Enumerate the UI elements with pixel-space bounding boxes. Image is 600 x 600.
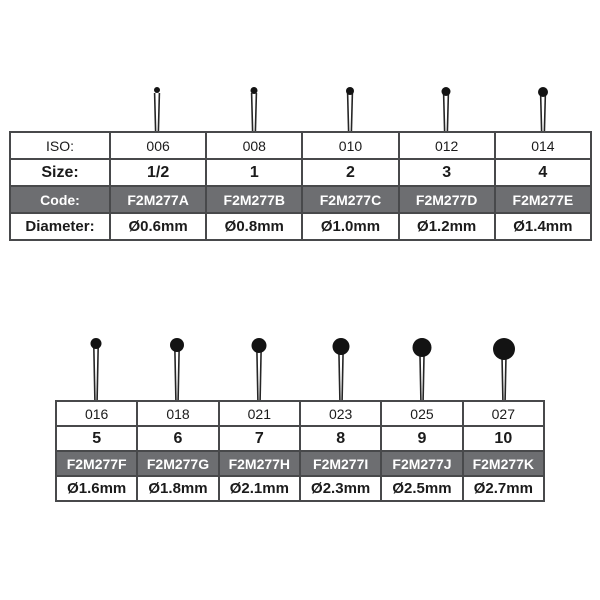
row-label-iso: ISO: bbox=[9, 131, 111, 160]
iso-value: 021 bbox=[217, 400, 301, 427]
bur-icon bbox=[326, 336, 356, 405]
size-row: Size: 1/2 1 2 3 4 bbox=[9, 158, 593, 187]
bur-icon bbox=[162, 336, 192, 405]
size-value: 6 bbox=[136, 425, 220, 452]
bur-icon bbox=[244, 336, 274, 405]
code-value: F2M277A bbox=[108, 185, 208, 214]
size-value: 2 bbox=[301, 158, 400, 187]
size-row: 5 6 7 8 9 10 bbox=[54, 425, 546, 452]
size-value: 4 bbox=[493, 158, 593, 187]
code-value: F2M277H bbox=[217, 450, 301, 477]
iso-row: ISO: 006 008 010 012 014 bbox=[9, 131, 593, 160]
diameter-value: Ø1.8mm bbox=[136, 475, 220, 502]
code-row: Code: F2M277A F2M277B F2M277C F2M277D F2… bbox=[9, 185, 593, 214]
bur-icon bbox=[434, 85, 458, 136]
diameter-value: Ø2.3mm bbox=[298, 475, 383, 502]
diameter-value: Ø0.6mm bbox=[108, 212, 208, 241]
diameter-value: Ø1.2mm bbox=[397, 212, 496, 241]
diameter-value: Ø1.4mm bbox=[493, 212, 593, 241]
diameter-value: Ø0.8mm bbox=[205, 212, 304, 241]
size-value: 1/2 bbox=[108, 158, 208, 187]
diameter-value: Ø1.0mm bbox=[301, 212, 400, 241]
bur-icon bbox=[531, 85, 555, 136]
code-value: F2M277D bbox=[397, 185, 496, 214]
size-value: 5 bbox=[54, 425, 139, 452]
diameter-value: Ø1.6mm bbox=[54, 475, 139, 502]
code-value: F2M277F bbox=[54, 450, 139, 477]
iso-row: 016 018 021 023 025 027 bbox=[54, 400, 546, 427]
iso-value: 025 bbox=[380, 400, 464, 427]
code-value: F2M277J bbox=[380, 450, 464, 477]
size-value: 3 bbox=[397, 158, 496, 187]
code-value: F2M277I bbox=[298, 450, 383, 477]
code-value: F2M277K bbox=[461, 450, 546, 477]
size-value: 10 bbox=[461, 425, 546, 452]
bottom-spec-table: 016 018 021 023 025 027 5 6 7 8 9 10 F2M… bbox=[54, 400, 546, 502]
top-spec-table: ISO: 006 008 010 012 014 Size: 1/2 1 2 3… bbox=[9, 131, 593, 241]
code-value: F2M277E bbox=[493, 185, 593, 214]
iso-value: 006 bbox=[108, 131, 208, 160]
bur-icon bbox=[242, 85, 266, 136]
iso-value: 027 bbox=[461, 400, 546, 427]
size-value: 9 bbox=[380, 425, 464, 452]
iso-value: 010 bbox=[301, 131, 400, 160]
iso-value: 012 bbox=[397, 131, 496, 160]
code-row: F2M277F F2M277G F2M277H F2M277I F2M277J … bbox=[54, 450, 546, 477]
diameter-value: Ø2.5mm bbox=[380, 475, 464, 502]
iso-value: 023 bbox=[298, 400, 383, 427]
iso-value: 008 bbox=[205, 131, 304, 160]
iso-value: 014 bbox=[493, 131, 593, 160]
bur-icon bbox=[338, 85, 362, 136]
bur-icon bbox=[407, 336, 437, 405]
iso-value: 018 bbox=[136, 400, 220, 427]
row-label-code: Code: bbox=[9, 185, 111, 214]
code-value: F2M277G bbox=[136, 450, 220, 477]
diameter-value: Ø2.7mm bbox=[461, 475, 546, 502]
size-value: 8 bbox=[298, 425, 383, 452]
code-value: F2M277B bbox=[205, 185, 304, 214]
iso-value: 016 bbox=[54, 400, 139, 427]
diameter-value: Ø2.1mm bbox=[217, 475, 301, 502]
code-value: F2M277C bbox=[301, 185, 400, 214]
row-label-diameter: Diameter: bbox=[9, 212, 111, 241]
bur-icon bbox=[145, 85, 169, 136]
size-value: 1 bbox=[205, 158, 304, 187]
bur-icon bbox=[489, 336, 519, 405]
diameter-row: Ø1.6mm Ø1.8mm Ø2.1mm Ø2.3mm Ø2.5mm Ø2.7m… bbox=[54, 475, 546, 502]
row-label-size: Size: bbox=[9, 158, 111, 187]
size-value: 7 bbox=[217, 425, 301, 452]
bur-icon bbox=[81, 336, 111, 405]
diameter-row: Diameter: Ø0.6mm Ø0.8mm Ø1.0mm Ø1.2mm Ø1… bbox=[9, 212, 593, 241]
